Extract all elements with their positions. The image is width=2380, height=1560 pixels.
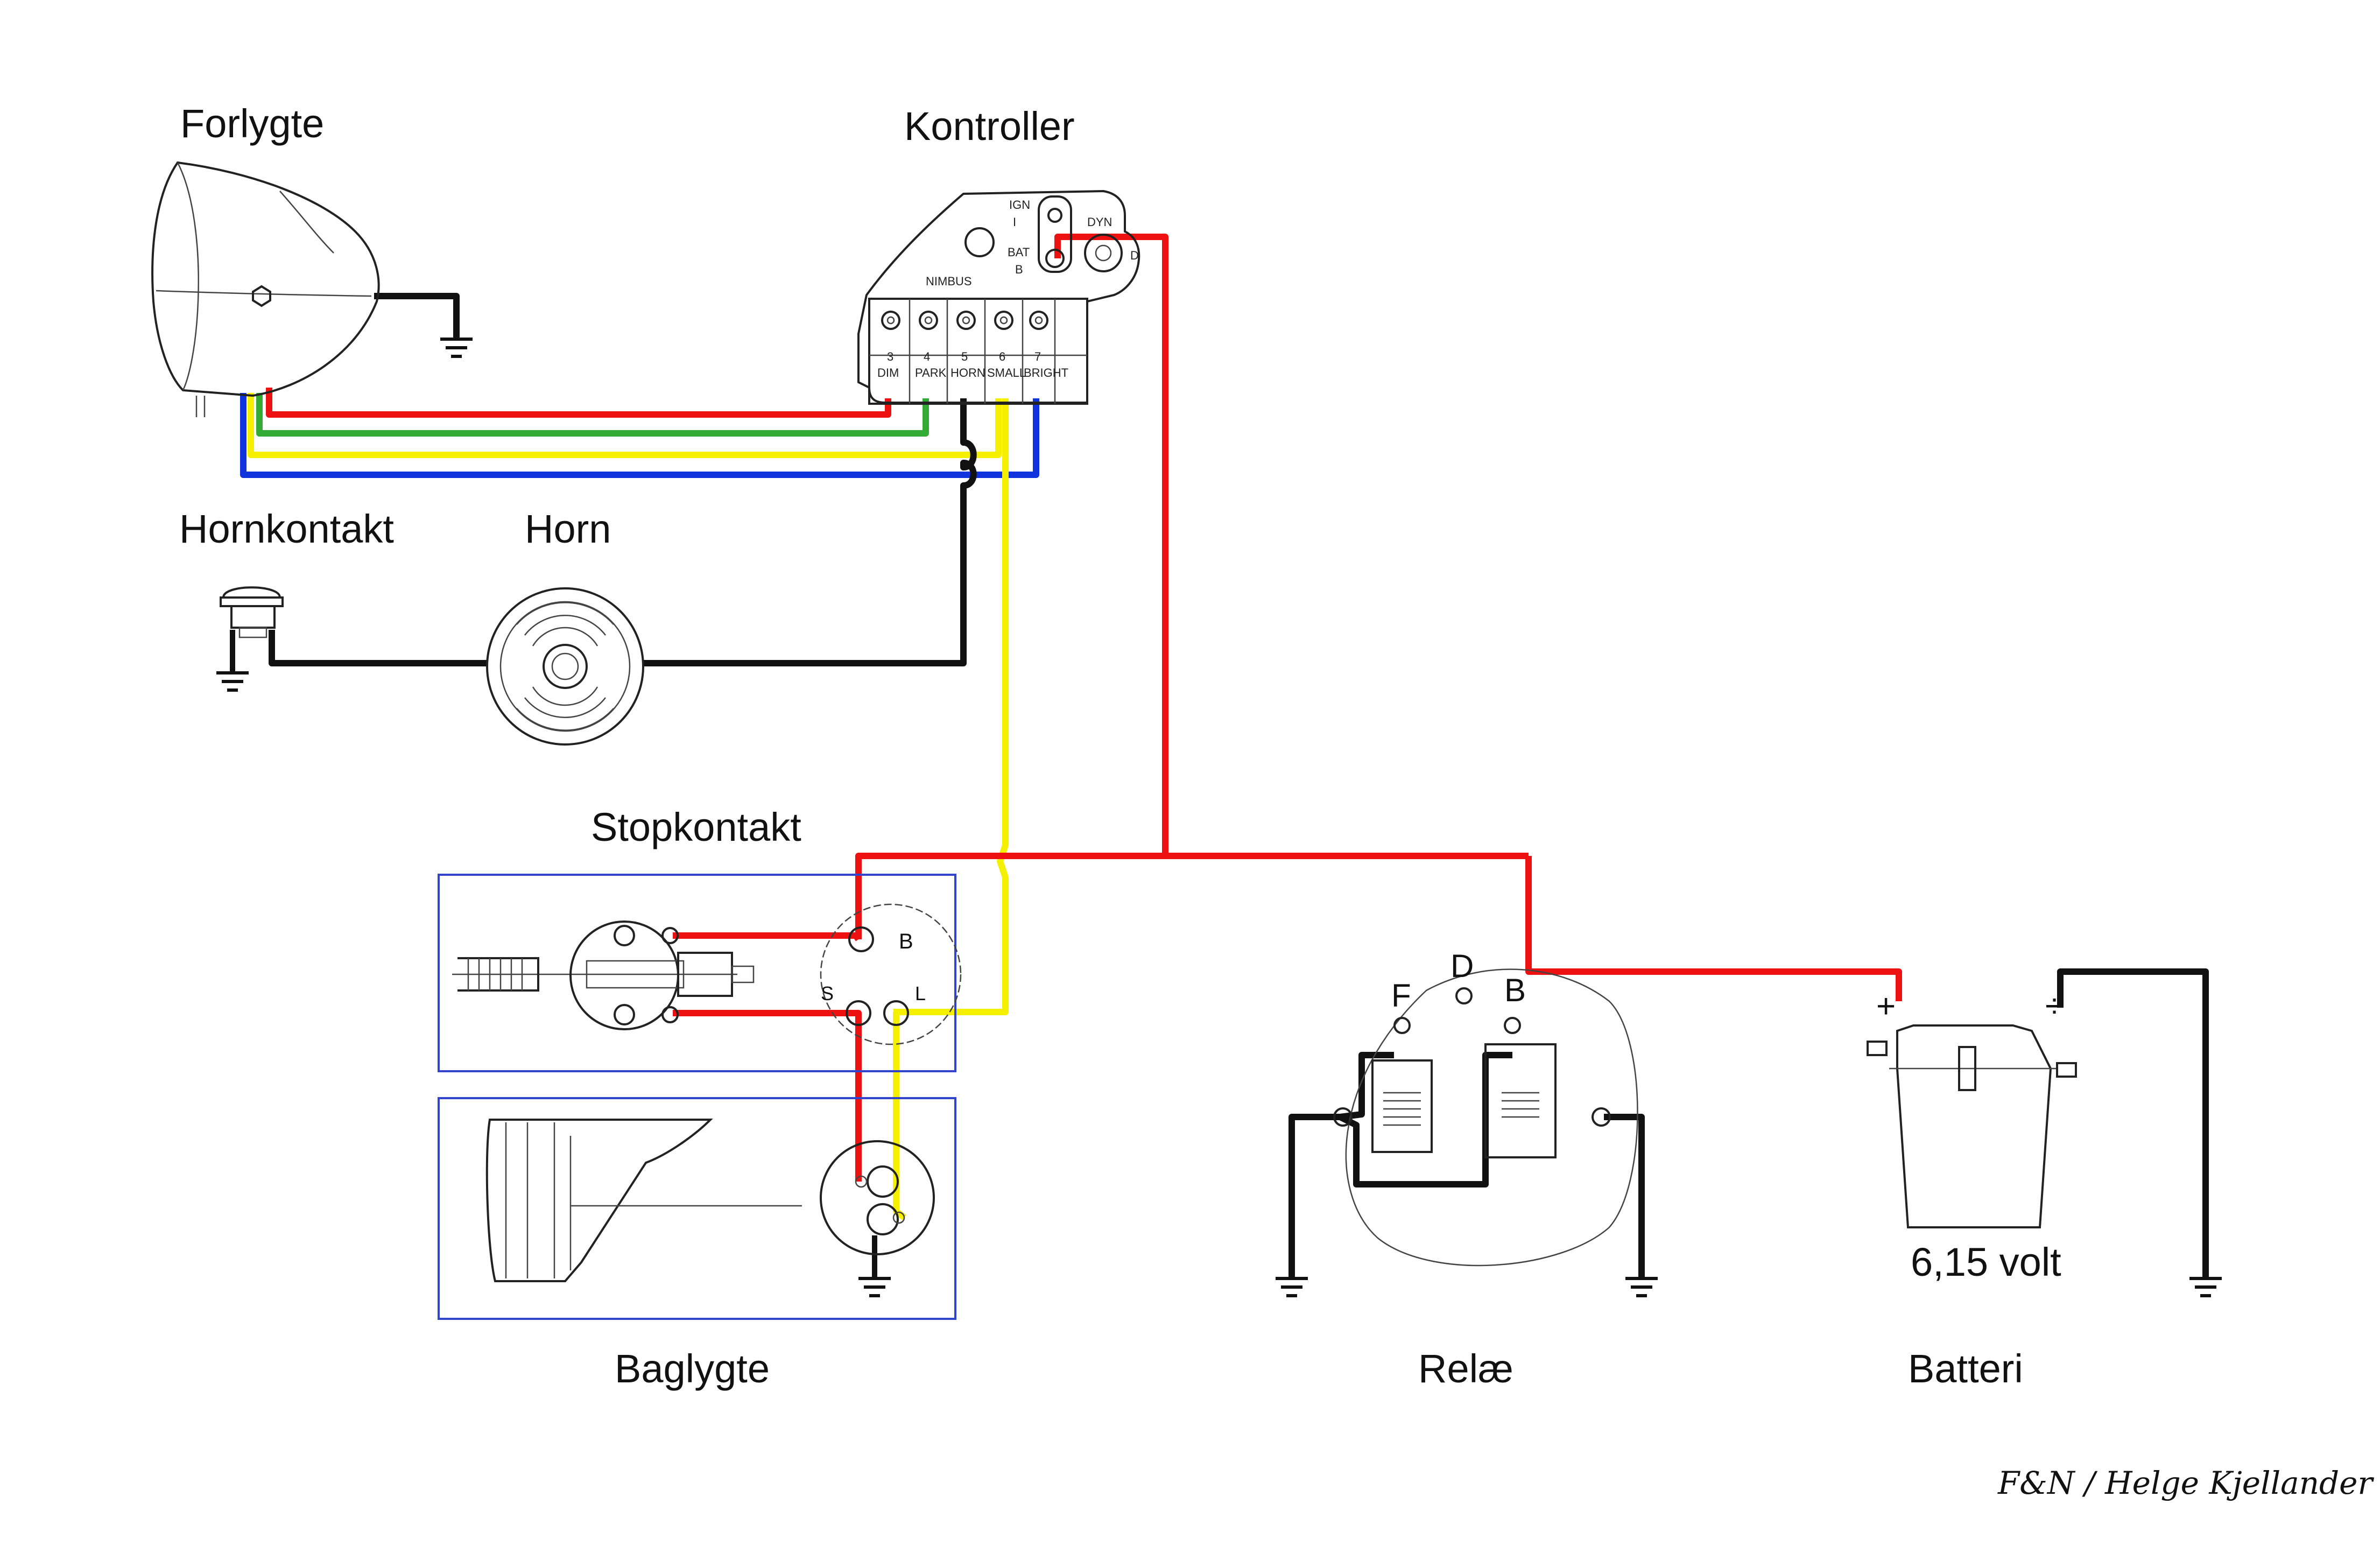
controller-ign-num: I xyxy=(1013,215,1016,229)
tail-light-icon xyxy=(485,1119,935,1282)
relay-b-label: B xyxy=(1504,972,1526,1008)
battery-voltage-label: 6,15 volt xyxy=(1911,1240,2061,1284)
wire-black-headlight-ground xyxy=(374,293,460,339)
stop-switch-b-label: B xyxy=(899,930,913,953)
controller-terminal-name: SMALL xyxy=(987,366,1026,380)
controller-d-label: D xyxy=(1130,249,1139,262)
controller-terminal-num: 6 xyxy=(999,350,1005,363)
controller-terminal-name: BRIGHT xyxy=(1024,366,1068,380)
wires xyxy=(240,234,2209,1278)
relay-d-label: D xyxy=(1450,948,1474,984)
horn-switch-icon xyxy=(220,586,284,638)
controller-terminal-num: 5 xyxy=(961,350,968,363)
controller-block: NIMBUS IGN I BAT B DYN D 3 4 5 6 7 DIM P… xyxy=(857,189,1140,405)
wire-green-headlight xyxy=(256,393,929,437)
wire-black-horn xyxy=(643,398,977,666)
wire-black-relay-left-ground xyxy=(1288,1114,1340,1278)
tail-light-label: Baglygte xyxy=(615,1346,770,1391)
wire-red-trunk-stop xyxy=(855,853,1529,939)
tail-light-frame xyxy=(438,1097,956,1320)
wire-black-battery-ground xyxy=(2057,968,2209,1278)
stop-switch-icon: B S L xyxy=(452,903,962,1045)
wire-red-headlight xyxy=(266,388,891,418)
controller-terminal-num: 4 xyxy=(924,350,930,363)
wire-red-relay-battery xyxy=(1525,856,1902,1001)
horn-icon xyxy=(486,587,644,746)
horn-label: Horn xyxy=(525,507,611,551)
headlight-icon xyxy=(151,161,380,417)
controller-ign-label: IGN xyxy=(1009,198,1030,212)
controller-terminal-name: HORN xyxy=(950,366,985,380)
stop-switch-s-label: S xyxy=(821,982,834,1004)
ground-icon xyxy=(1625,1277,1658,1297)
horn-switch-label: Hornkontakt xyxy=(179,507,394,551)
wire-yellow-headlight xyxy=(248,393,1002,458)
ground-icon xyxy=(858,1235,891,1297)
controller-dyn-label: DYN xyxy=(1087,215,1112,229)
ground-icon xyxy=(440,338,473,358)
stop-switch-frame xyxy=(438,874,956,1072)
wire-red-bat-trunk xyxy=(1054,234,1168,856)
stop-switch-label: Stopkontakt xyxy=(591,805,801,849)
controller-terminal-num: 7 xyxy=(1034,350,1041,363)
battery-plus-label: + xyxy=(1876,988,1896,1025)
controller-terminal-name: DIM xyxy=(877,366,899,380)
relay-icon: F D B xyxy=(1333,948,1638,1267)
controller-brand-label: NIMBUS xyxy=(926,275,972,288)
ground-icon xyxy=(2189,1277,2222,1297)
controller-bat-letter: B xyxy=(1015,263,1023,276)
battery-minus-label: ÷ xyxy=(2045,988,2064,1025)
controller-terminal-num: 3 xyxy=(887,350,893,363)
wire-yellow-tail xyxy=(893,1009,906,1220)
wire-yellow-stop xyxy=(893,398,1009,1015)
wire-blue-headlight xyxy=(240,393,1039,478)
stop-switch-l-label: L xyxy=(915,982,926,1004)
wire-black-relay-right-ground xyxy=(1604,1114,1645,1278)
relay-label: Relæ xyxy=(1418,1346,1513,1391)
ground-symbols xyxy=(216,338,2222,1297)
ground-icon xyxy=(216,630,249,692)
battery-label: Batteri xyxy=(1908,1346,2023,1391)
battery-icon: + ÷ xyxy=(1867,988,2077,1228)
controller-bat-label: BAT xyxy=(1008,245,1030,259)
wire-red-stop-upper xyxy=(673,932,861,941)
controller-terminal-name: PARK xyxy=(915,366,947,380)
relay-f-label: F xyxy=(1391,978,1411,1014)
wire-black-horn-switch xyxy=(269,630,487,666)
credit-text: F&N / Helge Kjellander xyxy=(1997,1465,2375,1501)
wire-red-stop-lower xyxy=(673,1010,862,1182)
headlight-label: Forlygte xyxy=(180,101,324,146)
controller-label: Kontroller xyxy=(904,104,1075,149)
ground-icon xyxy=(1276,1277,1308,1297)
